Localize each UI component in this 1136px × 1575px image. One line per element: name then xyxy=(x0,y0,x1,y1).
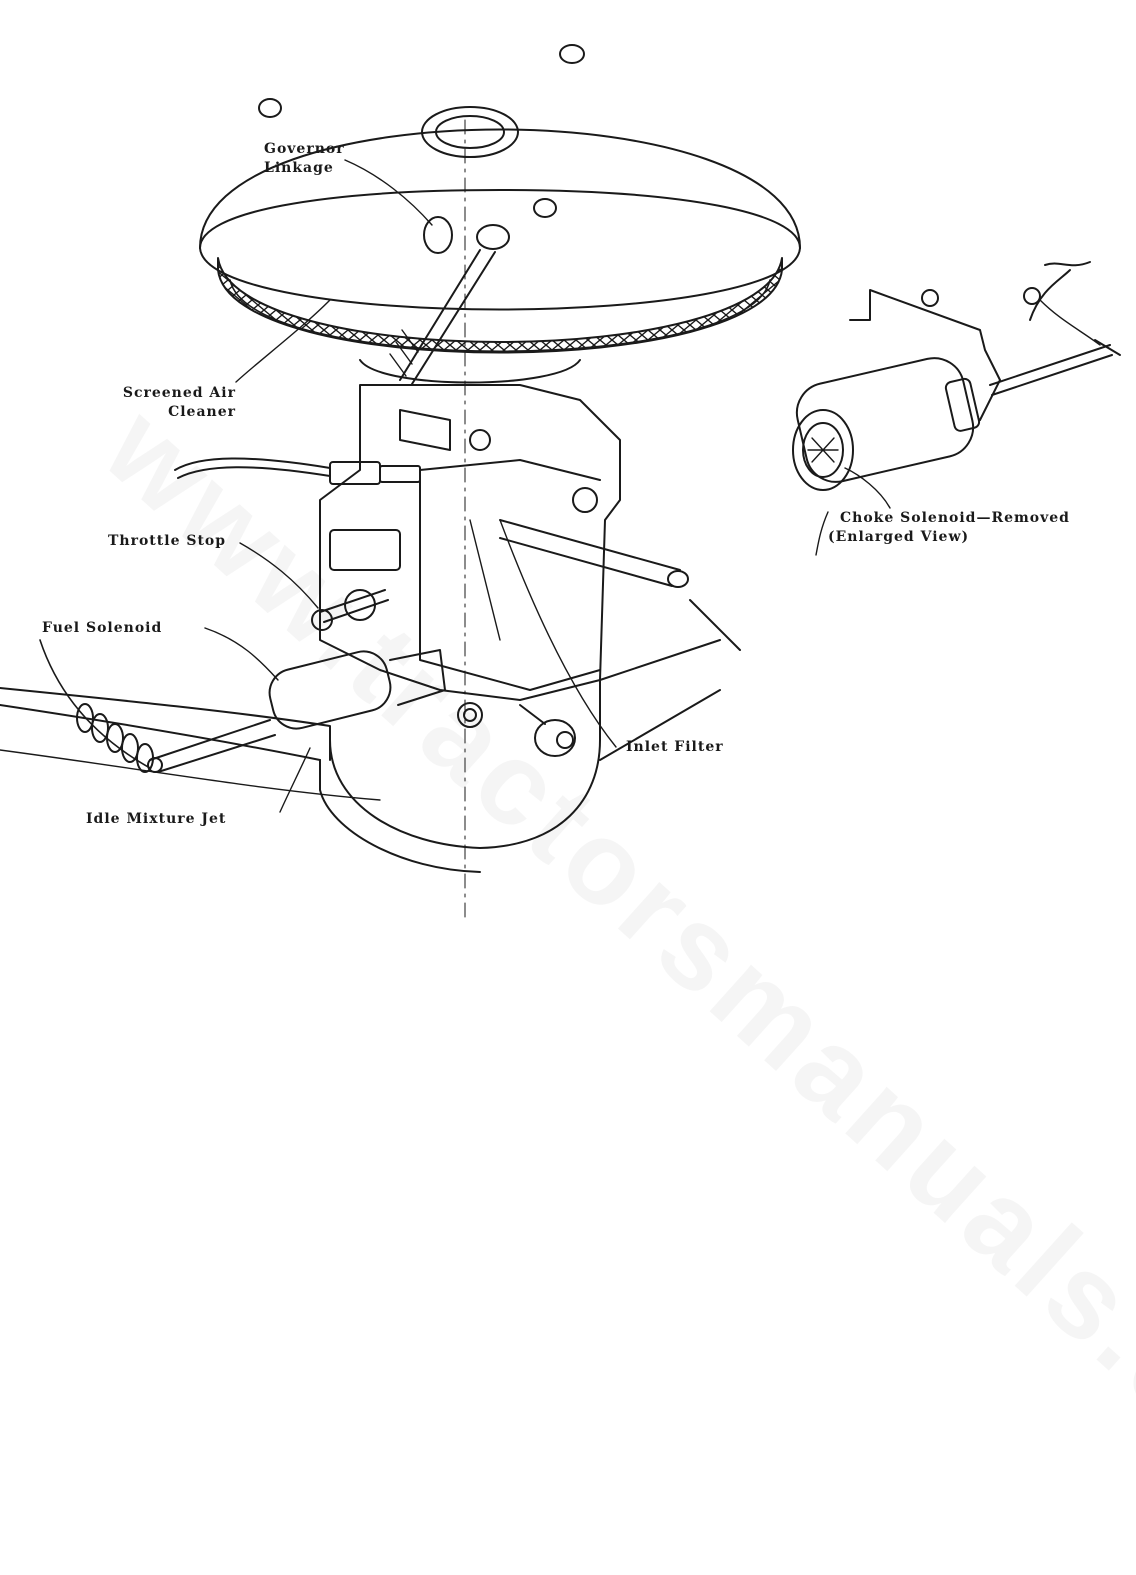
choke-solenoid xyxy=(792,261,1121,491)
label-choke-solenoid: Choke Solenoid—Removed (Enlarged View) xyxy=(828,510,1070,545)
label-screened-air-cleaner: Screened Air Cleaner xyxy=(122,385,236,420)
fuel-solenoid xyxy=(39,639,446,773)
throttle-stop xyxy=(311,589,389,631)
carburetor-diagram xyxy=(0,44,1121,918)
label-inlet-filter: Inlet Filter xyxy=(626,739,724,755)
label-idle-mixture-jet: Idle Mixture Jet xyxy=(86,811,227,827)
idle-mixture-jet xyxy=(519,704,576,757)
label-throttle-stop: Throttle Stop xyxy=(108,533,227,549)
engine-base xyxy=(0,599,741,873)
carburetor-body xyxy=(319,384,621,728)
label-fuel-solenoid: Fuel Solenoid xyxy=(42,620,163,636)
leader-lines xyxy=(204,159,891,813)
label-governor-linkage: Governor Linkage xyxy=(264,141,345,176)
air-cleaner xyxy=(199,44,801,384)
governor-linkage xyxy=(389,216,510,385)
inlet-fitting xyxy=(174,457,689,588)
